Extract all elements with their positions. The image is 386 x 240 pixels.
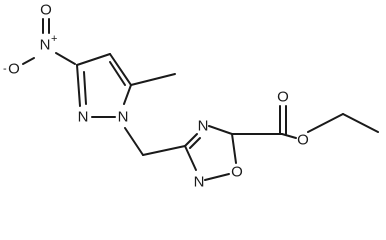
charge-minus: - xyxy=(3,63,7,75)
bond-o1-n2 xyxy=(204,173,230,181)
bond-carbonyl-c-ester-o xyxy=(281,133,297,139)
bond-c3p-n4-inner xyxy=(189,137,201,149)
bond-n4-c5p xyxy=(208,125,233,135)
atom-labels: O - N + O N N N N O O O xyxy=(3,2,309,191)
atom-pyrazole-n1: N xyxy=(118,109,129,126)
bonds xyxy=(22,18,379,181)
bond-c4-c5 xyxy=(109,53,132,86)
bond-n2-c3 xyxy=(76,64,81,107)
bond-ester-o-ch2 xyxy=(307,113,344,133)
atom-ester-o: O xyxy=(297,132,309,149)
bond-ch2-c3prime xyxy=(142,145,186,156)
atom-nitro-n: N xyxy=(40,37,51,54)
atom-oxadiazole-n4: N xyxy=(198,118,209,135)
structure-diagram: O - N + O N N N N O O O xyxy=(3,2,379,191)
bond-c3p-n4 xyxy=(184,133,198,147)
atom-pyrazole-n2: N xyxy=(78,109,89,126)
atom-nitro-o-minus: O xyxy=(8,61,20,78)
bond-ethyl-ch2-ch3 xyxy=(342,113,379,133)
bond-c5-methyl xyxy=(130,73,176,86)
bond-n2-c3-inner xyxy=(83,71,87,105)
charge-plus: + xyxy=(51,33,57,45)
bond-c5-n1 xyxy=(123,84,132,105)
atom-oxadiazole-n2: N xyxy=(194,174,205,191)
bond-nitro-n-o-minus xyxy=(22,57,35,65)
atom-carbonyl-o: O xyxy=(277,89,289,106)
atom-oxadiazole-o1: O xyxy=(231,164,243,181)
bond-n2-c3p xyxy=(184,145,197,171)
bond-c3-c4 xyxy=(76,53,111,66)
atom-nitro-o-double: O xyxy=(40,2,52,19)
bond-c4-c5-inner xyxy=(109,61,126,86)
bond-nitro-n-c3 xyxy=(55,52,76,65)
bond-c5p-o1 xyxy=(231,133,237,164)
bond-n1-ch2 xyxy=(124,127,144,156)
